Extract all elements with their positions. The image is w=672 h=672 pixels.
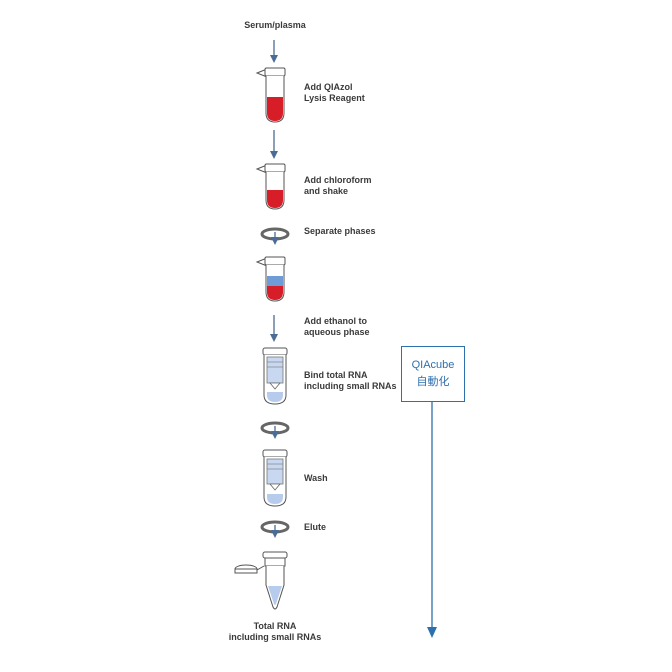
step-line: including small RNAs	[304, 381, 397, 391]
step-line: Add chloroform	[304, 175, 372, 185]
step-label: Add QIAzol Lysis Reagent	[304, 82, 365, 104]
lysis-tube-icon	[255, 67, 286, 123]
collection-tube-icon	[234, 551, 288, 610]
centrifuge-icon	[260, 520, 290, 538]
chloroform-tube-icon	[255, 163, 286, 210]
step-label: Wash	[304, 473, 328, 484]
qiacube-arrowhead	[427, 627, 437, 638]
step-label: Add chloroform and shake	[304, 175, 372, 197]
wash-column-icon	[262, 449, 288, 507]
step-line: and shake	[304, 186, 349, 196]
step-line: Elute	[304, 522, 327, 532]
step-line: Bind total RNA	[304, 370, 368, 380]
step-line: Wash	[304, 473, 328, 483]
step-line: aqueous phase	[304, 327, 370, 337]
input-label: Serum/plasma	[230, 20, 320, 31]
step-label: Add ethanol to aqueous phase	[304, 316, 370, 338]
centrifuge-icon	[260, 227, 290, 245]
step-line: Add ethanol to	[304, 316, 367, 326]
step-label: Separate phases	[304, 226, 376, 237]
step-label: Bind total RNA including small RNAs	[304, 370, 397, 392]
phase-separation-tube-icon	[255, 256, 286, 302]
step-line: Lysis Reagent	[304, 93, 365, 103]
output-line: Total RNA	[253, 621, 297, 631]
input-label-text: Serum/plasma	[244, 20, 306, 30]
automation-label: 自動化	[416, 376, 450, 388]
output-label: Total RNA including small RNAs	[215, 621, 335, 643]
step-line: Add QIAzol	[304, 82, 353, 92]
spin-column-icon	[262, 347, 288, 405]
output-line: including small RNAs	[228, 632, 322, 642]
step-label: Elute	[304, 522, 326, 533]
step-line: Separate phases	[304, 226, 376, 236]
centrifuge-icon	[260, 421, 290, 439]
qiacube-automation-box: QIAcube 自動化	[401, 346, 465, 402]
qiacube-label: QIAcube	[411, 359, 455, 371]
